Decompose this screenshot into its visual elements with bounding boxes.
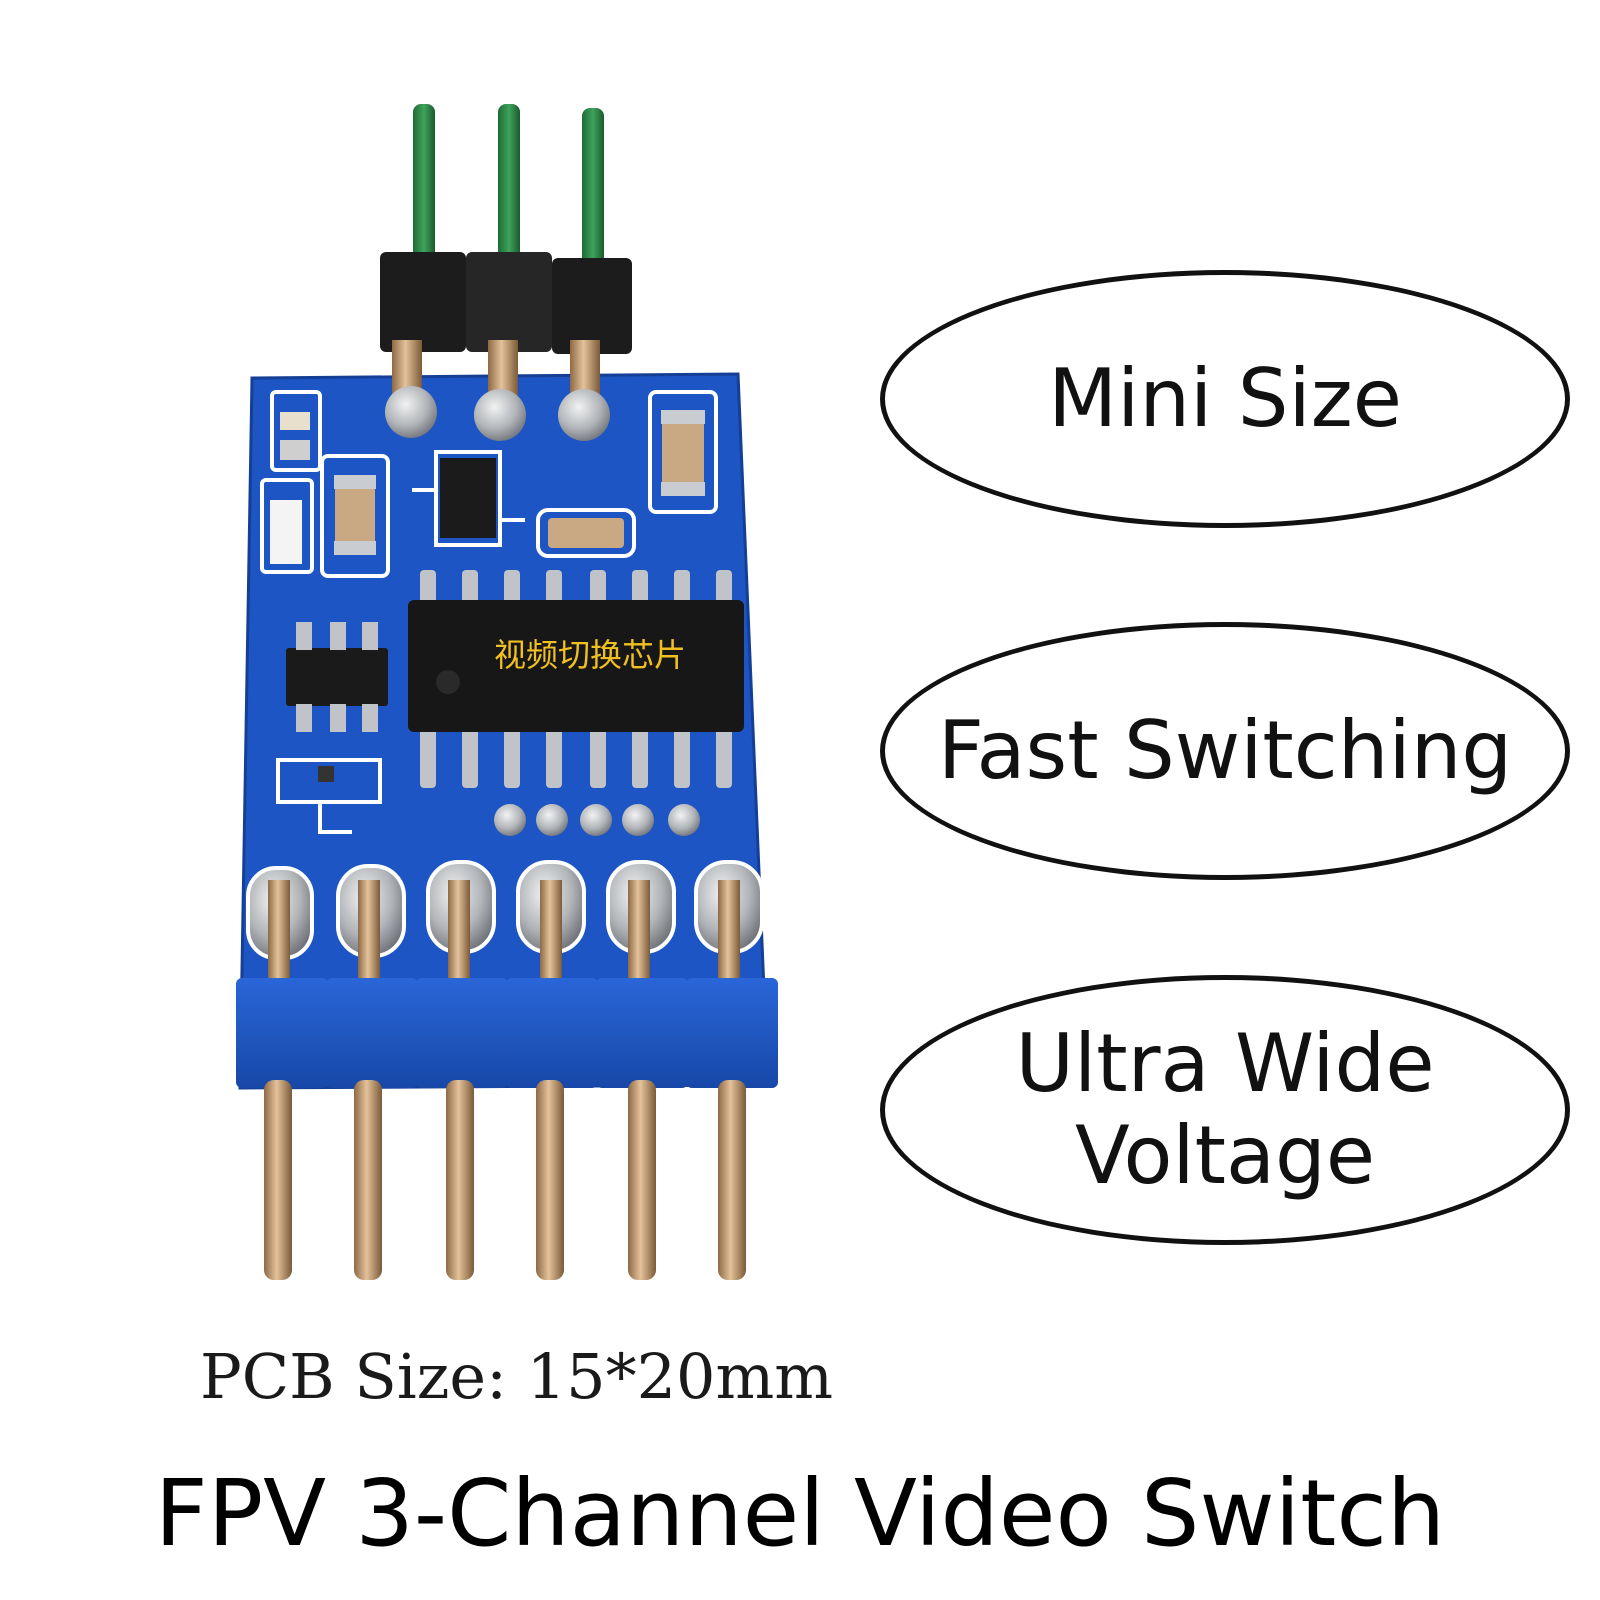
top-pins [413, 104, 604, 268]
smd-parts [270, 410, 705, 782]
bottom-long-pins [264, 1080, 746, 1280]
top-header [380, 252, 632, 400]
main-chip: 视频切换芯片 [408, 570, 744, 788]
feature-ultra-wide-voltage: Ultra Wide Voltage [880, 975, 1570, 1245]
product-title: FPV 3-Channel Video Switch [154, 1460, 1446, 1567]
feature-label: Ultra Wide Voltage [1015, 1017, 1435, 1202]
bottom-pin-upper [268, 880, 740, 990]
feature-label: Mini Size [1048, 352, 1402, 445]
bottom-header [236, 978, 778, 1088]
feature-label: Fast Switching [937, 704, 1513, 797]
small-ic [286, 622, 388, 732]
feature-fast-switching: Fast Switching [880, 622, 1570, 880]
top-solder-joints [385, 386, 610, 441]
feature-mini-size: Mini Size [880, 270, 1570, 528]
vias [494, 804, 700, 836]
smd-components [260, 390, 718, 834]
pcb-size-caption: PCB Size: 15*20mm [200, 1340, 834, 1413]
chip-marking: 视频切换芯片 [494, 636, 686, 674]
